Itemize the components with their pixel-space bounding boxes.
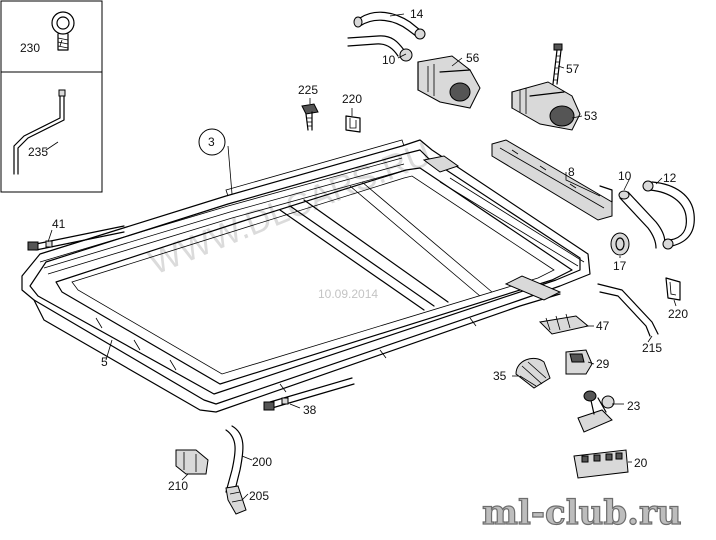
bracket-part-8 (491, 139, 613, 221)
seal-part-3 (225, 139, 405, 197)
label-47: 47 (596, 319, 610, 333)
hose-part-200 (225, 425, 244, 495)
label-12: 12 (663, 171, 677, 185)
grommet-part-17 (610, 232, 630, 256)
label-35: 35 (493, 369, 507, 383)
actuator-part-23 (577, 390, 615, 433)
screw-part-57 (552, 43, 563, 85)
fitting-part-205 (225, 485, 247, 515)
watermark-date: 10.09.2014 (318, 287, 378, 301)
drain-hose-part-215 (597, 283, 659, 337)
label-3: 3 (208, 135, 215, 149)
label-220-upper: 220 (342, 92, 362, 106)
bracket-part-47 (538, 313, 590, 335)
label-205: 205 (249, 489, 269, 503)
site-logo: ml-club.ru (482, 493, 682, 533)
label-17: 17 (613, 259, 627, 273)
label-10-upper: 10 (382, 53, 396, 67)
label-230: 230 (20, 41, 40, 55)
label-225: 225 (298, 83, 318, 97)
label-41: 41 (52, 217, 66, 231)
label-53: 53 (584, 109, 598, 123)
hose-part-10-right (618, 190, 666, 249)
gear-part-35 (515, 358, 551, 389)
sunroof-frame-part-5 (21, 139, 591, 413)
motor-part-56 (417, 55, 481, 109)
hose-part-10-upper (347, 35, 413, 62)
label-5: 5 (101, 355, 108, 369)
label-57: 57 (566, 62, 580, 76)
label-20: 20 (634, 456, 648, 470)
cable-part-41 (27, 225, 125, 251)
label-200: 200 (252, 455, 272, 469)
hose-part-12 (642, 180, 695, 250)
label-210: 210 (168, 479, 188, 493)
crank-rod-part-235 (13, 89, 66, 175)
switch-part-29 (565, 349, 593, 375)
cable-part-38 (263, 377, 355, 411)
label-38: 38 (303, 403, 317, 417)
clip-part-210 (175, 449, 209, 475)
label-14: 14 (410, 7, 424, 21)
bolt-part-225 (301, 103, 319, 131)
label-10-right: 10 (618, 169, 632, 183)
inset-frame (0, 0, 103, 193)
eye-bolt-part-230 (51, 11, 75, 51)
clip-part-220-right (665, 277, 681, 301)
callout-circle-part-3 (198, 128, 226, 156)
label-29: 29 (596, 357, 610, 371)
hose-part-14 (353, 11, 426, 40)
motor-part-53 (511, 81, 581, 131)
label-56: 56 (466, 51, 480, 65)
leader-lines (45, 13, 677, 501)
connector-part-20 (573, 449, 629, 479)
label-215: 215 (642, 341, 662, 355)
clip-part-220-upper (345, 115, 361, 133)
label-235: 235 (28, 145, 48, 159)
label-8: 8 (568, 165, 575, 179)
label-220-right: 220 (668, 307, 688, 321)
label-23: 23 (627, 399, 641, 413)
